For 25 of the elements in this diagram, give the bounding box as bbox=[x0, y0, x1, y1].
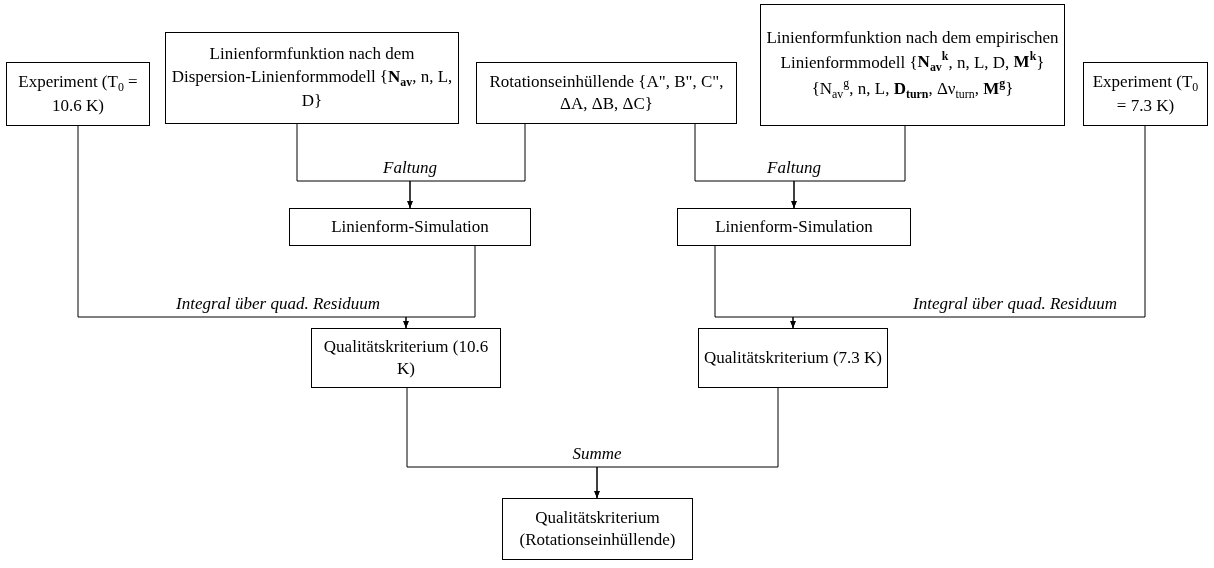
process-box bbox=[165, 32, 459, 124]
process-box bbox=[311, 328, 501, 388]
process-box bbox=[6, 62, 150, 126]
process-box bbox=[289, 208, 531, 246]
connector-arrow bbox=[791, 125, 906, 209]
box-text: Experiment (T$_{0}$ = 10.6 K) bbox=[17, 70, 139, 118]
box-text: Qualitätskriterium (Rotationseinhüllende) bbox=[518, 506, 677, 551]
box-text: Rotationseinhüllende {A", B", C", ΔA, ΔB, ΔC} bbox=[488, 70, 725, 115]
box-text: Linienform-Simulation bbox=[714, 215, 874, 238]
box-text: Qualitätskriterium (10.6 K) bbox=[322, 335, 490, 380]
box-text: Qualitätskriterium (7.3 K) bbox=[703, 346, 883, 369]
connector-arrow bbox=[594, 387, 779, 499]
process-box bbox=[760, 4, 1065, 126]
connector-arrow bbox=[407, 123, 526, 209]
box-text: Linienformfunktion nach dem empirischen Linienformmodell {N$_{av}$$^{k}$, n, L, D, M$^{k}$} {N$_{av}$$^{g}$, n, L, D$_{turn}$, Δν$_{turn}$, M$^{g}$} bbox=[765, 27, 1060, 103]
box-text: Linienformfunktion nach dem Dispersion-Linienformmodell {N$_{av}$, n, L, D} bbox=[170, 43, 454, 113]
process-box bbox=[698, 328, 888, 388]
process-box bbox=[1083, 62, 1208, 126]
process-box bbox=[502, 498, 693, 560]
process-box bbox=[476, 62, 737, 124]
connector-arrow bbox=[790, 125, 1146, 329]
connector-arrow bbox=[403, 245, 476, 329]
box-text: Experiment (T$_{0}$ = 7.3 K) bbox=[1091, 70, 1200, 118]
process-box bbox=[677, 208, 911, 246]
box-text: Linienform-Simulation bbox=[330, 215, 490, 238]
